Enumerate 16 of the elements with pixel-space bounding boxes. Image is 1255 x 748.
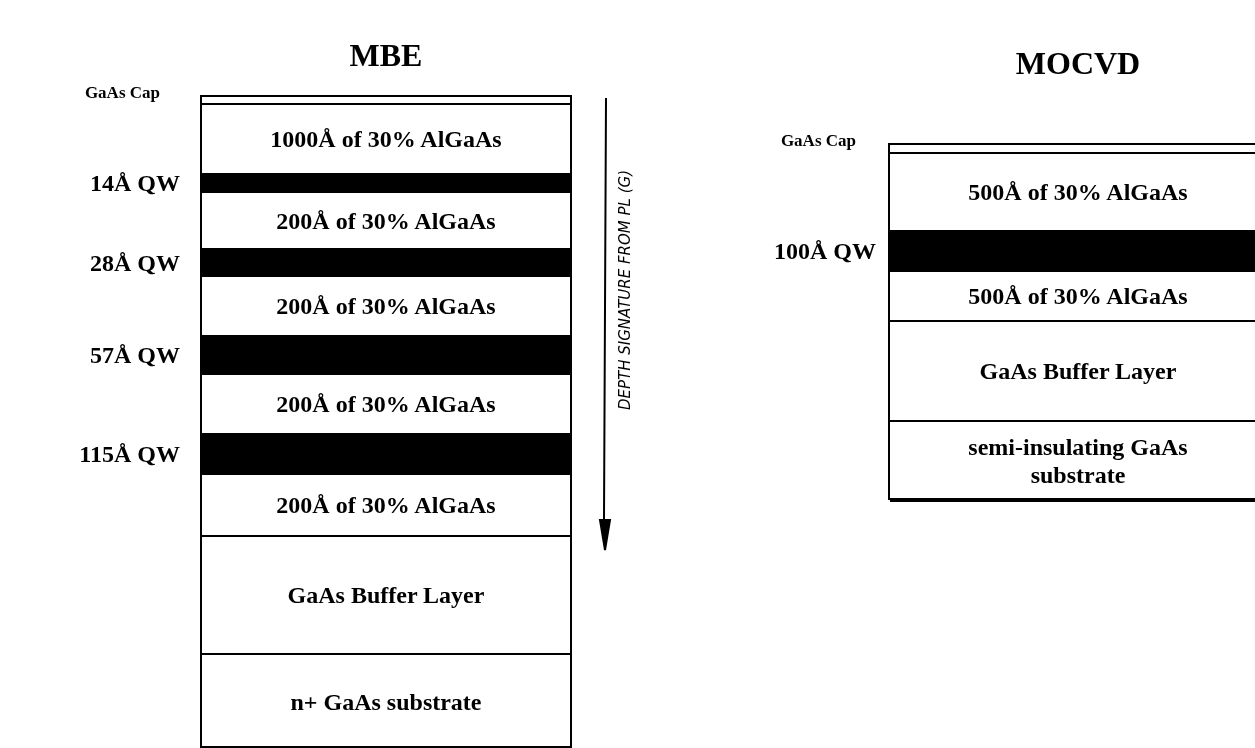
stack-title: MOCVD [1014,45,1142,82]
layer-label: n+ GaAs substrate [202,655,570,748]
layer-annotation: 115Å QW [79,440,180,468]
layer-label: 200Å of 30% AlGaAs [202,475,570,537]
layer-annotation: GaAs Cap [84,82,160,104]
layer-label: semi-insulating GaAs substrate [890,422,1255,502]
layer-annotation: 100Å QW [774,237,876,265]
layer-annotation: 28Å QW [90,248,180,277]
layer-annotation: 14Å QW [90,169,180,197]
handwritten-note: DEPTH SIGNATURE FROM PL (G) [616,169,634,411]
layer-label: GaAs Buffer Layer [202,537,570,655]
layer-annotation: GaAs Cap [780,130,856,152]
layer-label: GaAs Buffer Layer [890,322,1255,422]
layer-label: 500Å of 30% AlGaAs [890,272,1255,322]
layer-annotation: 57Å QW [90,341,180,369]
stack-title: MBE [348,37,424,74]
